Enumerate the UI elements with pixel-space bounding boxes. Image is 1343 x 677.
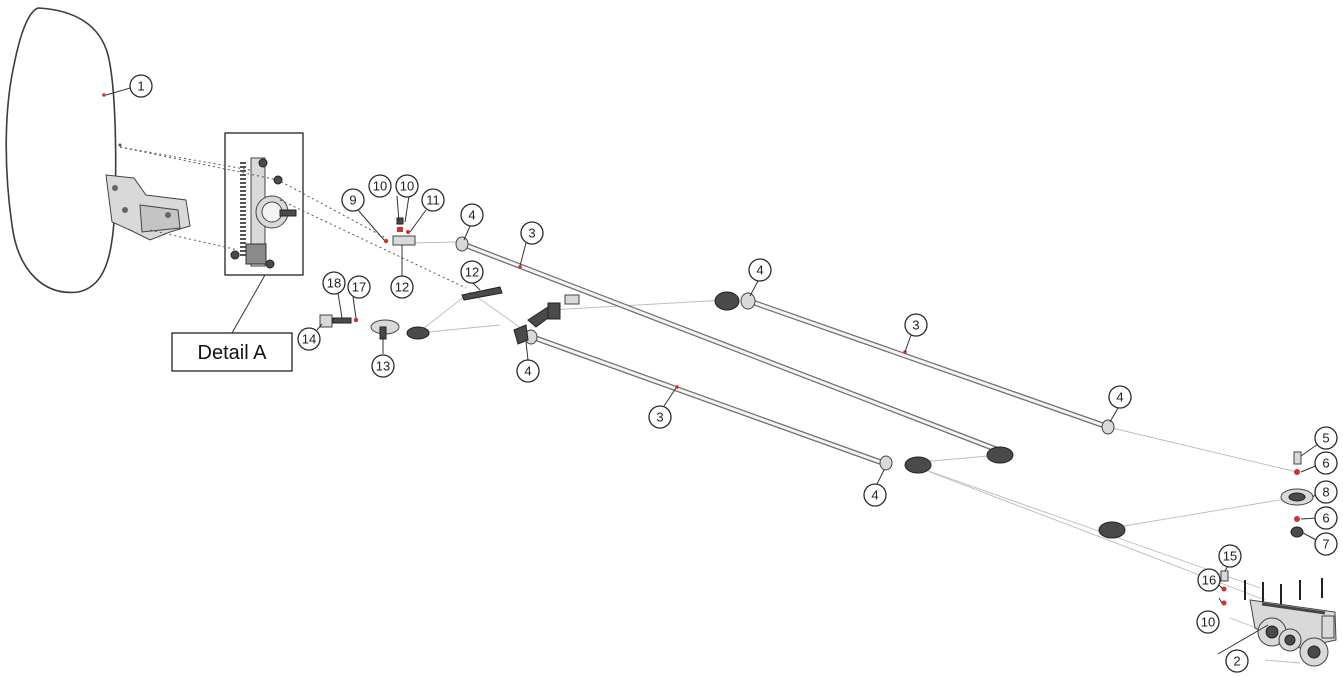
balloon-6-b: 6 <box>1314 506 1338 530</box>
balloon-3-c: 3 <box>648 405 672 429</box>
svg-text:4: 4 <box>871 488 878 503</box>
detail-a-leader <box>231 274 266 334</box>
detail-a-callout-box <box>171 332 293 372</box>
svg-text:3: 3 <box>912 318 919 333</box>
balloon-10-b: 10 <box>395 174 419 198</box>
svg-text:6: 6 <box>1322 456 1329 471</box>
svg-text:9: 9 <box>349 193 356 208</box>
svg-text:3: 3 <box>528 226 535 241</box>
balloon-8: 8 <box>1314 480 1338 504</box>
svg-text:4: 4 <box>1116 390 1123 405</box>
svg-text:4: 4 <box>524 364 531 379</box>
balloon-4-b: 4 <box>516 359 540 383</box>
svg-text:7: 7 <box>1322 537 1329 552</box>
svg-text:10: 10 <box>373 179 387 194</box>
balloon-6-a: 6 <box>1314 451 1338 475</box>
rod-end-caps <box>455 236 1115 471</box>
shield-bracket <box>105 174 191 241</box>
svg-text:17: 17 <box>352 280 366 295</box>
svg-text:1: 1 <box>137 79 144 94</box>
balloon-3-a: 3 <box>520 221 544 245</box>
detail-a-label: Detail A <box>198 342 268 364</box>
svg-text:13: 13 <box>376 359 390 374</box>
svg-text:12: 12 <box>465 265 479 280</box>
detail-a-mechanism <box>230 157 297 269</box>
balloon-10-c: 10 <box>1196 610 1220 634</box>
svg-text:14: 14 <box>302 332 316 347</box>
svg-text:16: 16 <box>1202 573 1216 588</box>
base-assembly <box>1249 599 1337 667</box>
svg-text:10: 10 <box>1201 615 1215 630</box>
balloon-7: 7 <box>1314 532 1338 556</box>
dashed-projections <box>119 146 467 289</box>
svg-text:8: 8 <box>1322 485 1329 500</box>
svg-text:4: 4 <box>468 208 475 223</box>
balloon-1: 1 <box>129 74 153 98</box>
balloon-4-d: 4 <box>1108 385 1132 409</box>
balloon-18: 18 <box>322 271 346 295</box>
svg-text:6: 6 <box>1322 511 1329 526</box>
rods <box>462 242 1111 466</box>
balloon-12-a: 12 <box>390 275 414 299</box>
balloon-14: 14 <box>297 327 321 351</box>
balloon-15: 15 <box>1218 544 1242 568</box>
svg-text:11: 11 <box>426 193 440 208</box>
svg-text:15: 15 <box>1223 549 1237 564</box>
balloon-4-e: 4 <box>863 483 887 507</box>
svg-text:2: 2 <box>1233 654 1240 669</box>
balloon-5: 5 <box>1314 426 1338 450</box>
shield-panel <box>5 7 122 294</box>
balloon-12-b: 12 <box>460 260 484 284</box>
balloon-10-a: 10 <box>368 174 392 198</box>
balloon-13: 13 <box>371 354 395 378</box>
svg-text:12: 12 <box>395 280 409 295</box>
balloon-3-b: 3 <box>904 313 928 337</box>
svg-text:3: 3 <box>656 410 663 425</box>
balloon-11: 11 <box>421 188 445 212</box>
svg-text:5: 5 <box>1322 431 1329 446</box>
hardware-parts <box>319 217 1323 606</box>
detail-a-frame <box>224 132 304 276</box>
svg-text:18: 18 <box>327 276 341 291</box>
balloon-4-c: 4 <box>748 258 772 282</box>
svg-text:10: 10 <box>400 179 414 194</box>
balloon-2: 2 <box>1225 649 1249 673</box>
balloon-9: 9 <box>341 188 365 212</box>
balloon-16: 16 <box>1197 568 1221 592</box>
balloon-4-a: 4 <box>460 203 484 227</box>
svg-text:4: 4 <box>756 263 763 278</box>
balloon-17: 17 <box>347 275 371 299</box>
